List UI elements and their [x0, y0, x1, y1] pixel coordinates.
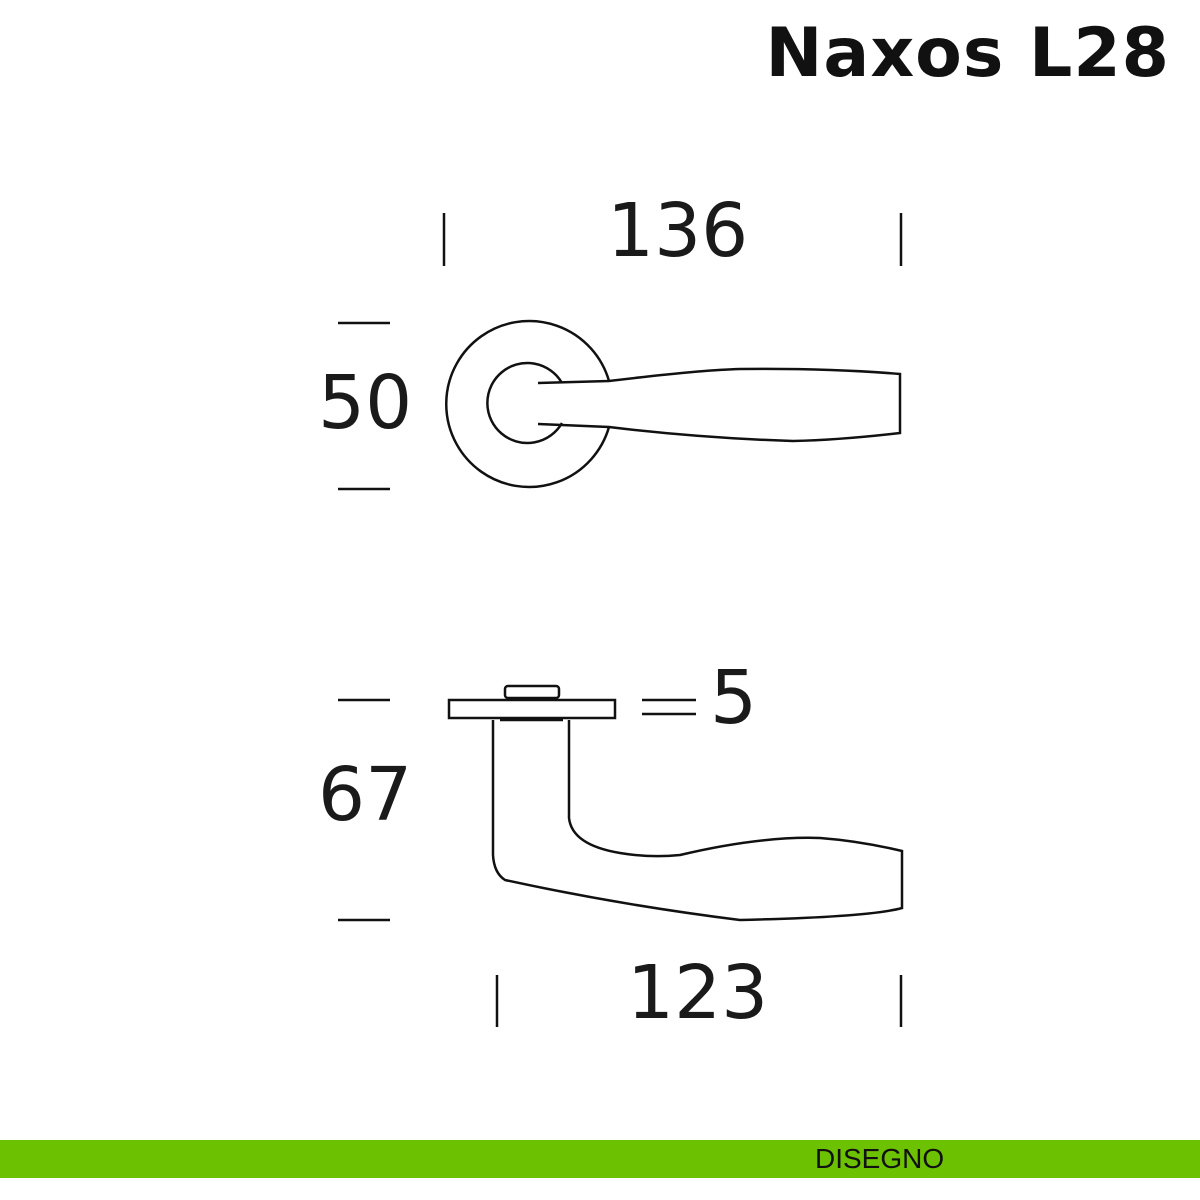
dimension-5: 5 [710, 655, 758, 741]
dimension-136: 136 [607, 188, 749, 274]
spindle-circle [486, 361, 564, 445]
dimension-lines [338, 213, 903, 1027]
rose-outline [445, 319, 611, 489]
dimension-50: 50 [318, 360, 413, 446]
spindle-cap [503, 684, 561, 700]
dimension-123: 123 [627, 950, 769, 1036]
lever-top-view [445, 319, 902, 489]
dimension-67: 67 [318, 752, 413, 838]
lever-side-view [447, 684, 904, 922]
lever-top-outline [537, 367, 902, 443]
footer-label: DISEGNO [815, 1143, 945, 1174]
lever-side-outline [491, 720, 904, 922]
product-title: Naxos L28 [765, 14, 1170, 93]
rose-plate [447, 698, 617, 720]
footer-bar: DISEGNO [0, 1140, 1200, 1178]
